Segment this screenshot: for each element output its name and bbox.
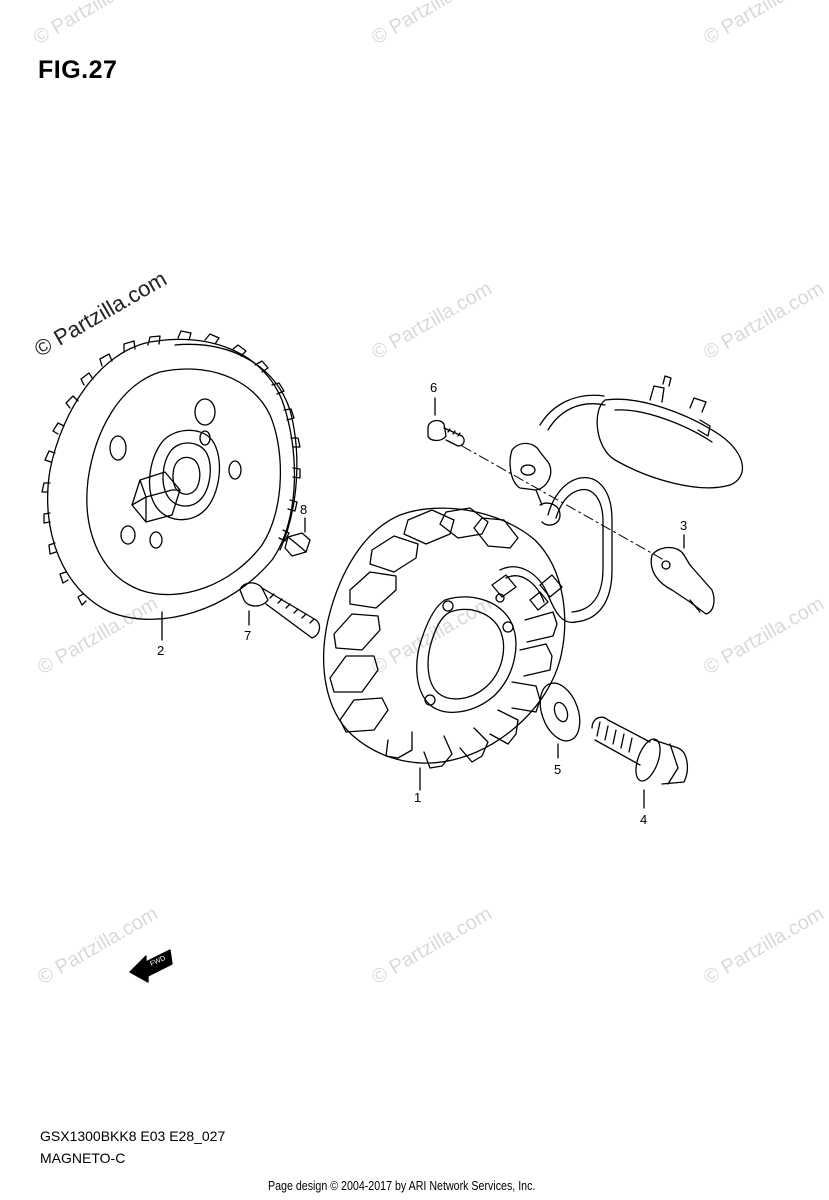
screw-part-6: [427, 397, 465, 447]
bolt-part-4: [591, 716, 689, 809]
callout-5: 5: [554, 762, 562, 777]
washer-part-5: [539, 682, 581, 759]
model-code: GSX1300BKK8 E03 E28_027: [40, 1128, 226, 1144]
bolt-part-7: [239, 582, 321, 639]
callout-1: 1: [414, 790, 422, 805]
callout-4: 4: [640, 812, 648, 827]
bracket-part-3: [650, 534, 715, 615]
callout-7: 7: [244, 628, 252, 643]
wire-clamp: [509, 442, 561, 526]
section-name: MAGNETO-C: [40, 1150, 126, 1166]
copyright-notice: Page design © 2004-2017 by ARI Network S…: [268, 1178, 536, 1193]
key-part-8: [284, 517, 311, 557]
fwd-arrow-icon: [129, 949, 173, 983]
callout-6: 6: [430, 380, 438, 395]
callout-8: 8: [300, 502, 308, 517]
stator-part-1: [323, 507, 577, 791]
figure-title: FIG.27: [38, 56, 118, 84]
rotor-part-2: [41, 330, 301, 641]
callout-2: 2: [157, 643, 165, 658]
wire-harness: [539, 375, 744, 623]
callout-3: 3: [680, 518, 688, 533]
